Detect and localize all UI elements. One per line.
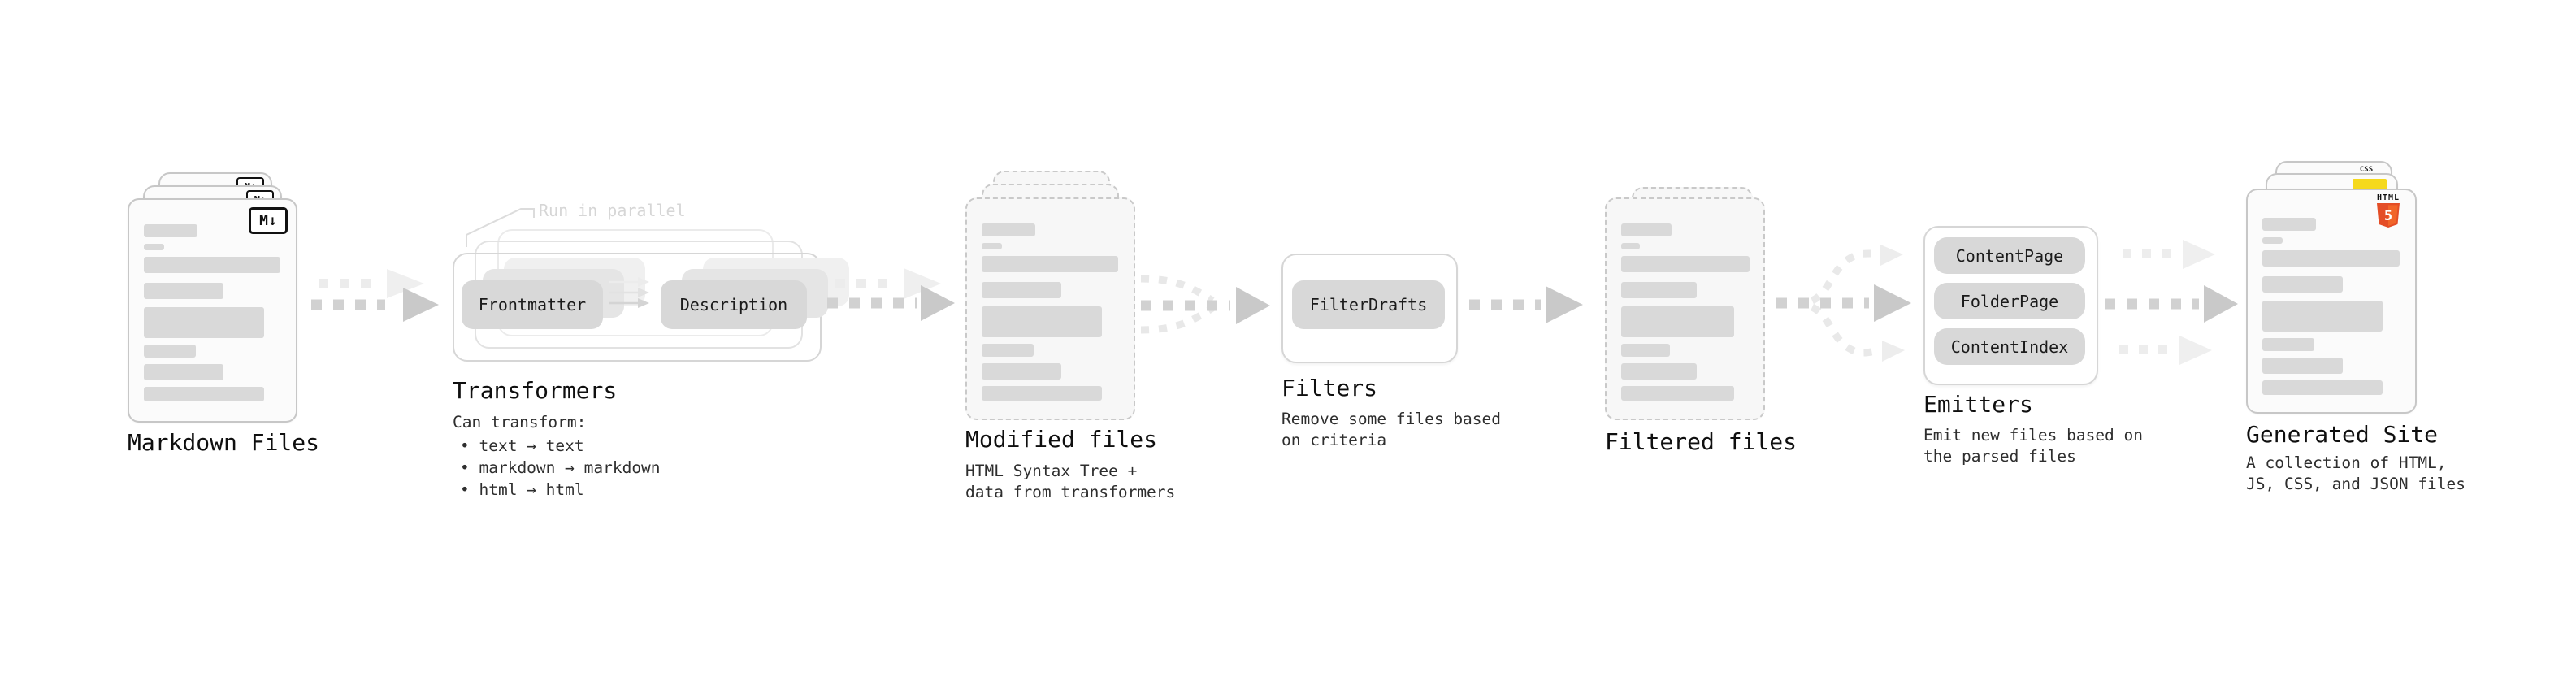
text-placeholder-bar	[2262, 276, 2343, 293]
transformers-bullet: • markdown → markdown	[460, 458, 661, 477]
text-placeholder-bar	[2262, 301, 2383, 332]
text-placeholder-bar	[144, 224, 197, 237]
text-placeholder-bar	[2262, 250, 2400, 267]
filters-subtitle: Remove some files based	[1281, 410, 1502, 428]
arrow-emitters-to-generated	[2105, 240, 2238, 365]
emitters-subtitle: Emit new files based on	[1923, 426, 2144, 445]
svg-text:5: 5	[2384, 208, 2392, 224]
text-placeholder-bar	[982, 386, 1102, 401]
transformers-title: Transformers	[453, 377, 618, 404]
text-placeholder-bar	[144, 283, 224, 299]
transformers-bullet: • text → text	[460, 436, 584, 455]
contentindex-node: ContentIndex	[1934, 328, 2085, 365]
generated-site-subtitle: JS, CSS, and JSON files	[2246, 475, 2466, 493]
frontmatter-node: Frontmatter	[462, 280, 603, 329]
arrow-filtered-to-emitters	[1776, 245, 1911, 362]
modified-files-subtitle: HTML Syntax Tree +	[965, 462, 1138, 480]
text-placeholder-bar	[144, 387, 264, 401]
text-placeholder-bar	[144, 345, 196, 358]
text-placeholder-bar	[982, 306, 1102, 337]
markdown-file-card-front: M↓	[128, 198, 297, 423]
text-placeholder-bar	[144, 257, 281, 273]
arrow-modified-to-filters	[1140, 275, 1270, 334]
text-placeholder-bar	[982, 363, 1062, 380]
text-placeholder-bar	[144, 364, 224, 380]
emitters-title: Emitters	[1923, 391, 2033, 418]
modified-files-title: Modified files	[965, 426, 1158, 453]
contentpage-node: ContentPage	[1934, 237, 2085, 274]
filters-subtitle: on criteria	[1281, 431, 1387, 449]
filtered-files-title: Filtered files	[1605, 428, 1798, 455]
description-node: Description	[661, 280, 807, 329]
text-placeholder-bar	[2262, 218, 2316, 231]
run-in-parallel-note: Run in parallel	[539, 201, 686, 220]
markdown-files-title: Markdown Files	[128, 429, 320, 456]
arrow-filters-to-filtered	[1469, 286, 1583, 323]
text-placeholder-bar	[2262, 358, 2343, 374]
text-placeholder-bar	[1621, 282, 1697, 298]
markdown-icon: M↓	[249, 207, 288, 234]
generated-site-title: Generated Site	[2246, 421, 2439, 448]
arrow-markdown-to-transformers	[311, 269, 439, 322]
folderpage-node: FolderPage	[1934, 283, 2085, 319]
generated-site-subtitle: A collection of HTML,	[2246, 453, 2447, 472]
text-placeholder-bar	[1621, 223, 1672, 236]
generated-file-card-front: HTML 5	[2246, 189, 2417, 414]
text-placeholder-bar	[982, 256, 1119, 272]
text-placeholder-bar	[1621, 386, 1734, 401]
emitters-subtitle: the parsed files	[1923, 447, 2076, 466]
modified-file-card-front	[965, 197, 1135, 420]
text-placeholder-bar	[1621, 256, 1750, 272]
text-placeholder-bar	[1621, 306, 1734, 337]
filtered-file-card-front	[1605, 197, 1765, 420]
text-placeholder-bar	[144, 244, 164, 250]
text-placeholder-bar	[982, 282, 1062, 298]
filters-title: Filters	[1281, 375, 1378, 401]
text-placeholder-bar	[1621, 363, 1697, 380]
transformers-lead: Can transform:	[453, 413, 587, 432]
filterdrafts-node: FilterDrafts	[1292, 280, 1445, 329]
text-placeholder-bar	[982, 344, 1034, 357]
text-placeholder-bar	[2262, 380, 2383, 395]
text-placeholder-bar	[982, 223, 1035, 236]
transformers-bullet: • html → html	[460, 480, 584, 499]
text-placeholder-bar	[2262, 237, 2283, 244]
text-placeholder-bar	[982, 243, 1002, 249]
text-placeholder-bar	[2262, 338, 2314, 351]
modified-files-subtitle: data from transformers	[965, 483, 1176, 501]
text-placeholder-bar	[144, 307, 264, 338]
text-placeholder-bar	[1621, 344, 1670, 357]
text-placeholder-bar	[1621, 243, 1641, 249]
html5-logo-icon: HTML 5	[2370, 193, 2406, 229]
